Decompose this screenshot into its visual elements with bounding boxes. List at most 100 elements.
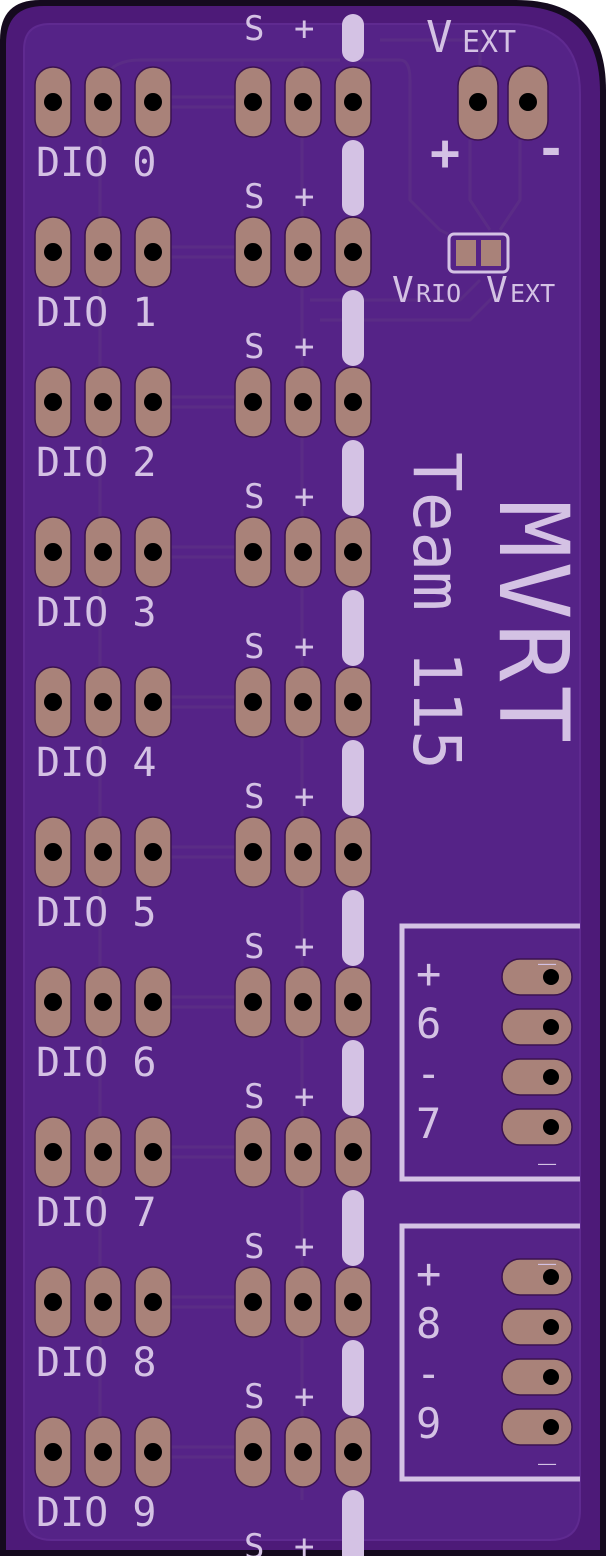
signal-label: S bbox=[244, 627, 264, 667]
pad-drill bbox=[144, 693, 162, 711]
rail-segment bbox=[342, 1190, 364, 1266]
jumper-outline bbox=[447, 232, 510, 274]
pad-drill bbox=[244, 1443, 262, 1461]
pad-drill bbox=[294, 393, 312, 411]
pad-drill bbox=[44, 93, 62, 111]
pad-drill bbox=[44, 543, 62, 561]
connector-marker: _ bbox=[538, 1231, 557, 1266]
team-branding: MVRT Team 115 bbox=[398, 452, 589, 770]
vio-select-jumper[interactable]: V RIO V EXT bbox=[392, 232, 555, 311]
pad-drill bbox=[344, 1293, 362, 1311]
trace-8 bbox=[320, 288, 502, 322]
connector-pin-label: - bbox=[416, 1049, 441, 1098]
rail-segment bbox=[342, 1340, 364, 1416]
rail-segment bbox=[342, 140, 364, 216]
pad-drill bbox=[144, 243, 162, 261]
pad-drill bbox=[44, 1293, 62, 1311]
pad-drill bbox=[144, 543, 162, 561]
connector-drill bbox=[543, 1319, 559, 1335]
power-rail bbox=[342, 14, 364, 1556]
pad-drill bbox=[244, 393, 262, 411]
jumper-ext: EXT bbox=[510, 279, 555, 308]
power-label: + bbox=[294, 627, 314, 667]
signal-label: S bbox=[244, 777, 264, 817]
power-label: + bbox=[294, 9, 314, 49]
connector-pad bbox=[501, 1058, 573, 1096]
pad-drill bbox=[344, 693, 362, 711]
rail-segment bbox=[342, 440, 364, 516]
pad-drill bbox=[244, 243, 262, 261]
dio-label: DIO 5 bbox=[36, 890, 156, 936]
pad-drill bbox=[244, 693, 262, 711]
jumper-pad-right[interactable] bbox=[481, 240, 501, 266]
pad-drill bbox=[94, 993, 112, 1011]
pad-drill bbox=[144, 843, 162, 861]
connector-outline bbox=[399, 923, 580, 1182]
rail-segment bbox=[342, 590, 364, 666]
connector-pin-label: + bbox=[416, 949, 441, 998]
connector-drill bbox=[543, 1119, 559, 1135]
trace-6 bbox=[468, 140, 492, 231]
power-label: + bbox=[294, 927, 314, 967]
vext-input: V EXT + - bbox=[426, 12, 566, 182]
connector-pin-label: 6 bbox=[416, 999, 441, 1048]
pad-drill bbox=[294, 1443, 312, 1461]
pad-drill bbox=[344, 993, 362, 1011]
power-label: + bbox=[294, 477, 314, 517]
pad-drill bbox=[244, 843, 262, 861]
dio-label: DIO 9 bbox=[36, 1490, 156, 1536]
rail-segment bbox=[342, 14, 364, 62]
pad-drill bbox=[44, 243, 62, 261]
signal-label: S bbox=[244, 327, 264, 367]
power-label: + bbox=[294, 1227, 314, 1267]
rail-segment bbox=[342, 890, 364, 966]
pad-drill bbox=[144, 993, 162, 1011]
vext-plus-label: + bbox=[430, 124, 460, 182]
pad-drill bbox=[44, 393, 62, 411]
pad-drill bbox=[294, 843, 312, 861]
connector-pad bbox=[501, 1358, 573, 1396]
pad-drill bbox=[44, 1143, 62, 1161]
connector-drill bbox=[543, 1269, 559, 1285]
connector-drill bbox=[543, 969, 559, 985]
pad-drill bbox=[94, 93, 112, 111]
rail-segment bbox=[342, 740, 364, 816]
team-name: MVRT bbox=[477, 500, 589, 747]
connector-pin-label: 7 bbox=[416, 1099, 441, 1148]
connector-pin-label: 8 bbox=[416, 1299, 441, 1348]
jumper-v-right: V bbox=[486, 270, 508, 311]
pad-drill bbox=[294, 1143, 312, 1161]
dio-label: DIO 0 bbox=[36, 140, 156, 186]
connector-pin-label: + bbox=[416, 1249, 441, 1298]
connector-pin-label: 9 bbox=[416, 1399, 441, 1448]
pad-drill bbox=[44, 843, 62, 861]
dio-label: DIO 3 bbox=[36, 590, 156, 636]
pad-drill bbox=[144, 1143, 162, 1161]
connector-drill bbox=[543, 1069, 559, 1085]
power-label: + bbox=[294, 1077, 314, 1117]
pad-drill bbox=[94, 693, 112, 711]
pad-drill bbox=[344, 393, 362, 411]
connector-layer: +6-7__+8-9__ bbox=[399, 923, 580, 1482]
pad-drill bbox=[344, 243, 362, 261]
jumper-rio: RIO bbox=[416, 279, 461, 308]
pad-drill bbox=[344, 843, 362, 861]
connector-pad bbox=[501, 958, 573, 996]
pad-drill bbox=[244, 93, 262, 111]
header-label-layer: S+S+S+S+S+S+S+S+S+S+S+ bbox=[244, 9, 314, 1556]
jumper-pad-left[interactable] bbox=[456, 240, 476, 266]
power-label: + bbox=[294, 1377, 314, 1417]
pad-drill bbox=[344, 1443, 362, 1461]
signal-label: S bbox=[244, 1377, 264, 1417]
connector-pad bbox=[501, 1258, 573, 1296]
pad-drill bbox=[344, 93, 362, 111]
dio-label: DIO 7 bbox=[36, 1190, 156, 1236]
dio-label: DIO 1 bbox=[36, 290, 156, 336]
vext-plus-drill bbox=[469, 93, 487, 111]
trace-4 bbox=[360, 58, 449, 236]
pad-drill bbox=[94, 1443, 112, 1461]
power-label: + bbox=[294, 177, 314, 217]
pad-drill bbox=[94, 843, 112, 861]
